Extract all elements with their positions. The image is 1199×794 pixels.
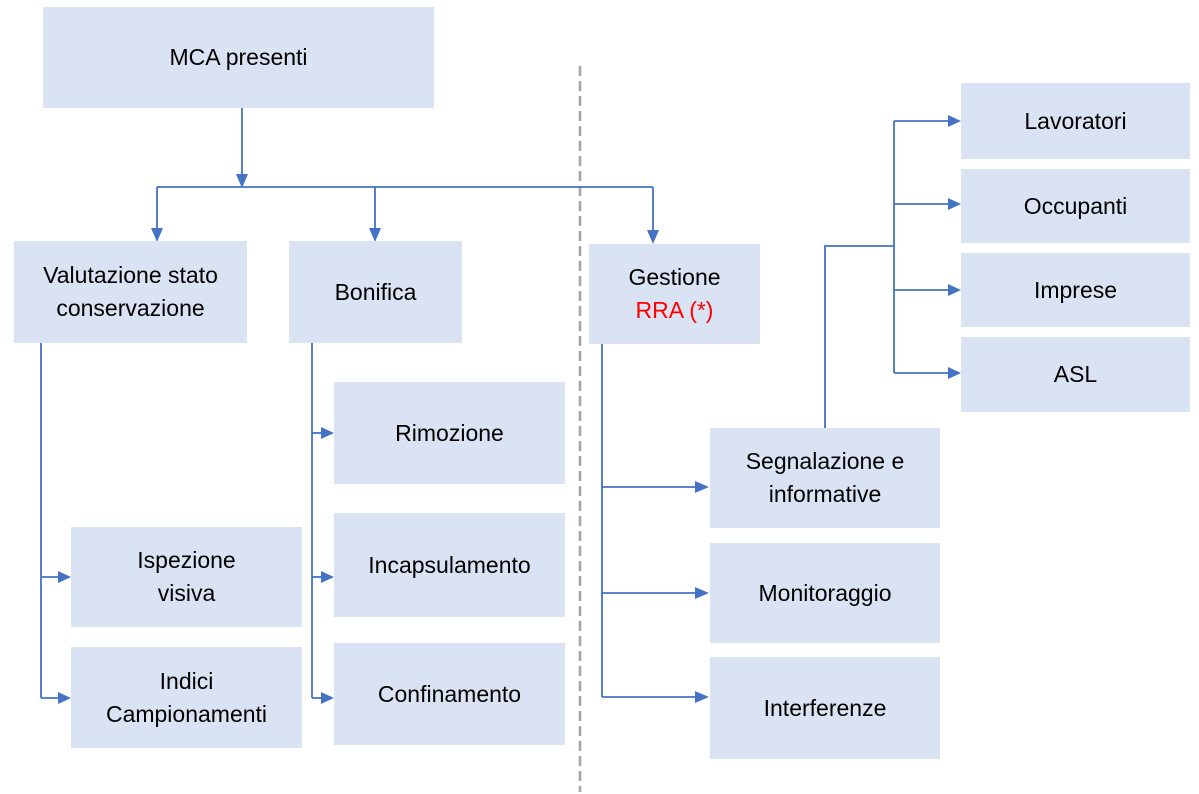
arrowhead-right-icon: [695, 691, 709, 703]
node-label: Incapsulamento: [368, 551, 531, 578]
node-rimozione: Rimozione: [334, 382, 565, 484]
node-indici-campionamenti: Indici Campionamenti: [71, 647, 302, 748]
node-label: MCA presenti: [169, 44, 308, 71]
arrowhead-right-icon: [321, 427, 334, 439]
node-interferenze: Interferenze: [710, 657, 940, 759]
node-label: Lavoratori: [1024, 107, 1127, 134]
node-label: informative: [768, 481, 882, 507]
node-label: Bonifica: [334, 278, 417, 305]
node-ispezione-visiva: Ispezione visiva: [71, 527, 302, 627]
node-occupanti: Occupanti: [961, 169, 1190, 243]
arrowhead-right-icon: [321, 571, 334, 583]
node-label: Rimozione: [395, 419, 504, 446]
node-confinamento: Confinamento: [334, 643, 565, 745]
node-label: ASL: [1053, 361, 1098, 388]
node-monitoraggio: Monitoraggio: [710, 543, 940, 643]
node-valutazione-stato-conservazione: Valutazione stato conservazione: [14, 241, 247, 343]
arrowhead-right-icon: [948, 198, 961, 210]
node-mca-presenti: MCA presenti: [43, 7, 434, 108]
node-label: visiva: [157, 580, 216, 606]
node-label: Segnalazione e: [745, 448, 905, 475]
node-segnalazione-informative: Segnalazione e informative: [710, 428, 940, 528]
node-label: Valutazione stato: [43, 262, 218, 289]
node-lavoratori: Lavoratori: [961, 83, 1190, 159]
arrowhead-right-icon: [948, 284, 961, 296]
arrowhead-right-icon: [695, 587, 709, 599]
node-label: Ispezione: [137, 547, 236, 574]
arrowhead-down-icon: [236, 174, 248, 188]
node-label: Indici: [159, 667, 214, 694]
connector-segnalazione-to-recipients: [824, 245, 894, 428]
node-imprese: Imprese: [961, 253, 1190, 327]
node-label: Confinamento: [377, 680, 522, 707]
node-label: Occupanti: [1023, 192, 1128, 219]
arrowhead-right-icon: [948, 367, 961, 379]
node-label-rra: RRA (*): [635, 297, 714, 323]
node-label: Campionamenti: [105, 700, 268, 727]
node-bonifica: Bonifica: [289, 241, 462, 343]
node-label: Monitoraggio: [758, 579, 892, 606]
arrowhead-right-icon: [58, 571, 71, 583]
node-asl: ASL: [961, 337, 1190, 412]
node-label: Gestione: [628, 264, 721, 291]
arrowhead-right-icon: [948, 115, 961, 127]
node-gestione-rra: Gestione RRA (*): [589, 244, 760, 344]
node-label: Interferenze: [763, 694, 887, 721]
arrowhead-down-icon: [151, 228, 163, 242]
arrowhead-right-icon: [58, 692, 71, 704]
arrowhead-right-icon: [695, 481, 709, 493]
node-label: Imprese: [1033, 276, 1118, 303]
node-incapsulamento: Incapsulamento: [334, 513, 565, 617]
arrowhead-down-icon: [369, 228, 381, 242]
node-label: conservazione: [56, 295, 205, 321]
arrowhead-right-icon: [321, 692, 334, 704]
arrowhead-down-icon: [647, 230, 659, 244]
